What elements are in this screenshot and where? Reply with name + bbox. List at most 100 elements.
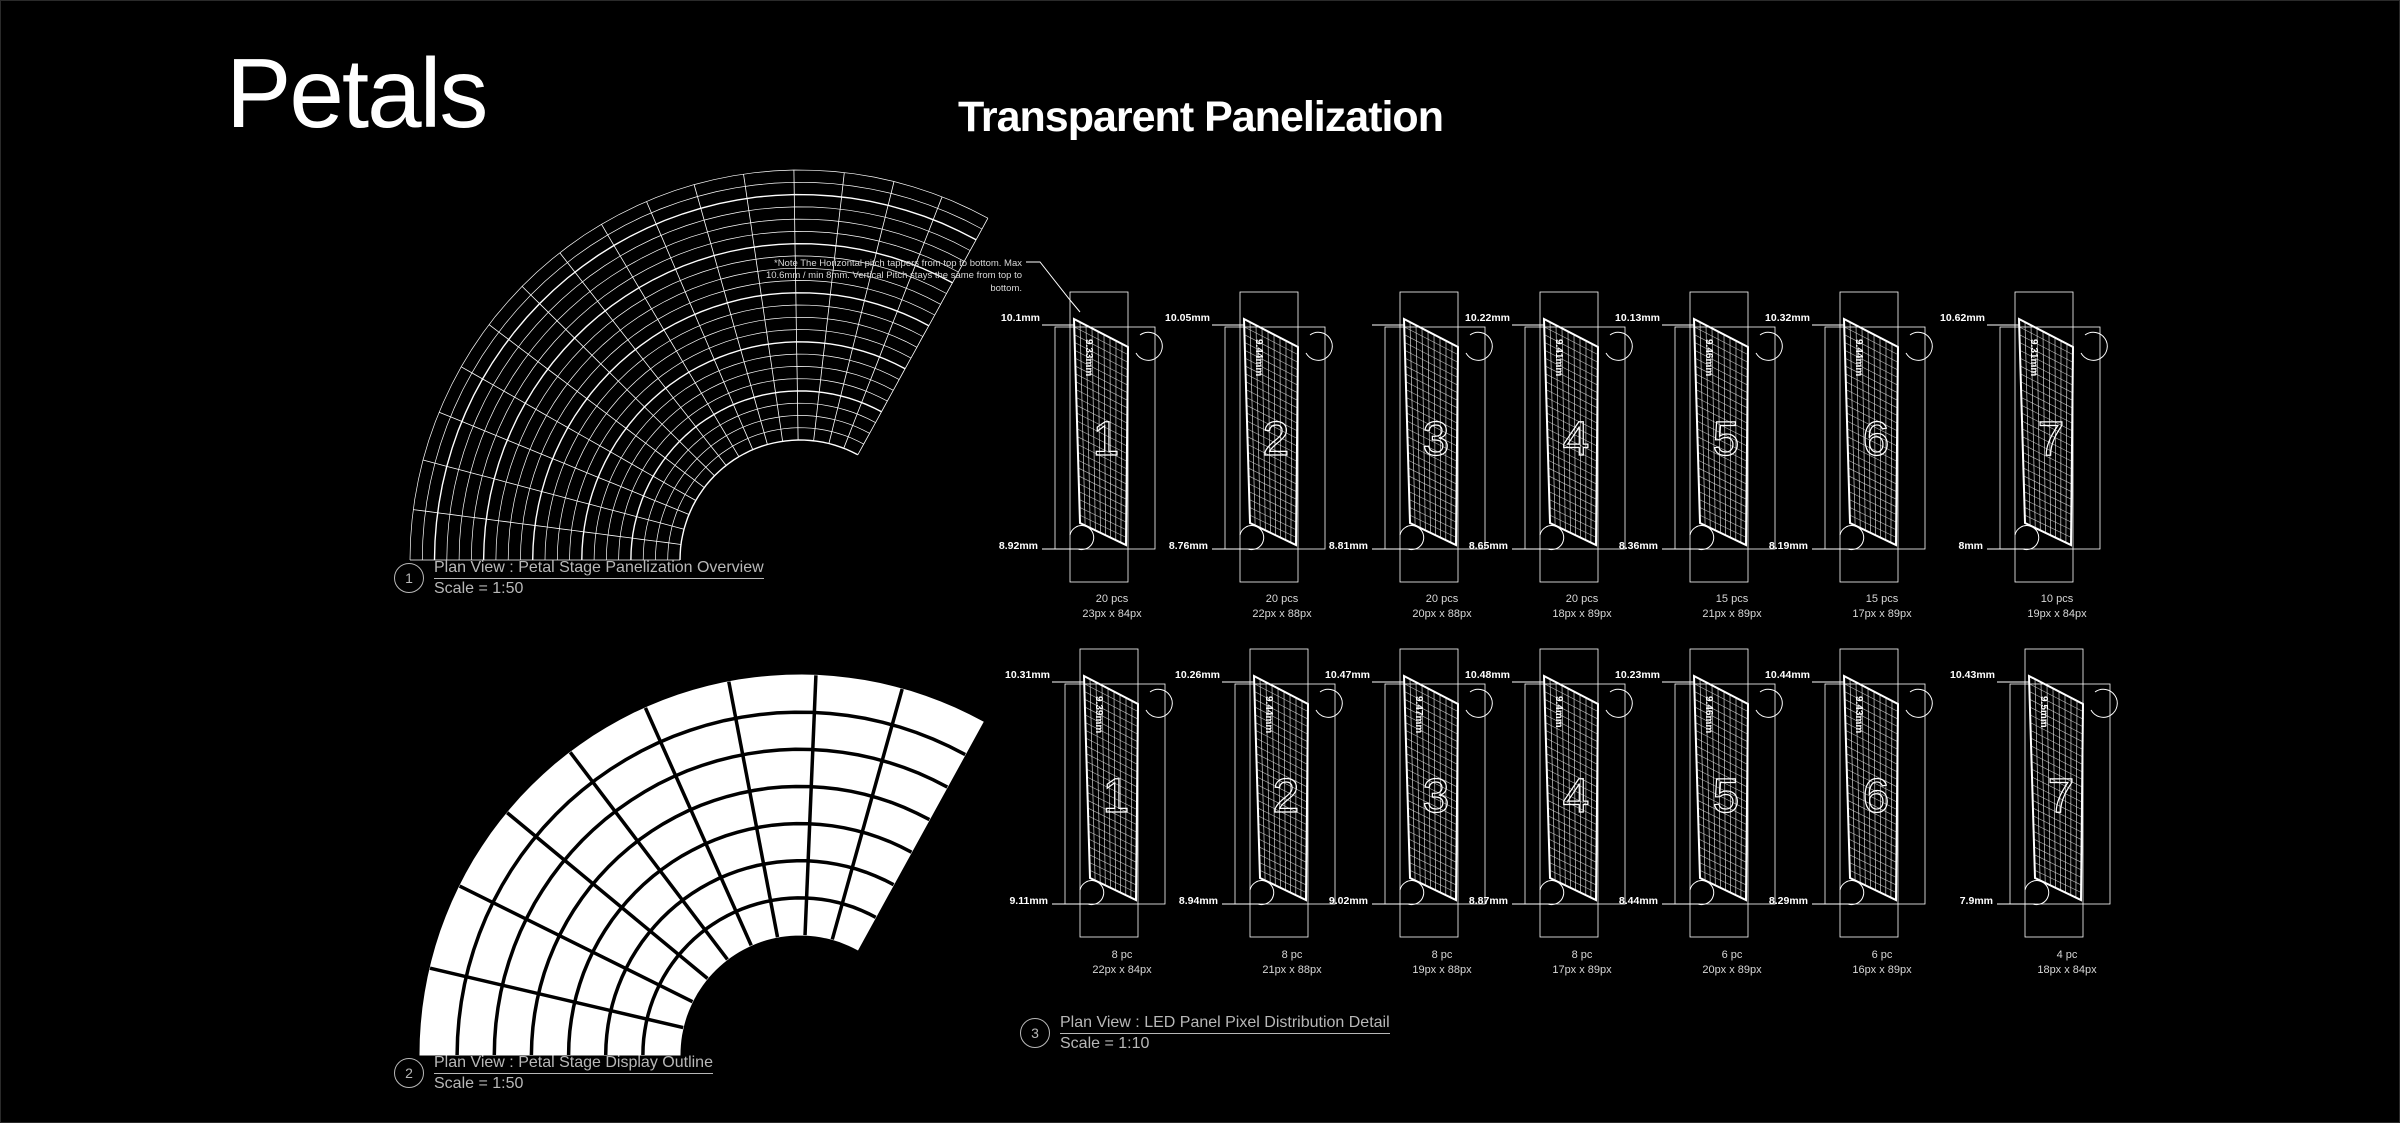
mid-pitch-label: 9.33mm bbox=[1083, 339, 1094, 376]
section-title: Transparent Panelization bbox=[958, 93, 1444, 141]
grid-radial bbox=[438, 411, 690, 515]
caption-title: Plan View : Petal Stage Display Outline bbox=[434, 1054, 713, 1074]
panel-resolution: 18px x 84px bbox=[2037, 964, 2097, 976]
panel-resolution: 16px x 89px bbox=[1852, 964, 1912, 976]
dimension-frame bbox=[2009, 683, 2111, 905]
dimension-frame bbox=[1064, 683, 1166, 905]
grid-radial bbox=[601, 224, 740, 457]
caption-scale: Scale = 1:50 bbox=[434, 1075, 524, 1092]
display-outline-fill bbox=[419, 674, 984, 1056]
tile-line-radial bbox=[568, 751, 729, 961]
mid-pitch-label: 9.44mm bbox=[1853, 339, 1864, 376]
grid-radial bbox=[559, 252, 727, 466]
grid-radial bbox=[828, 181, 895, 444]
panel-number: 2 bbox=[1263, 413, 1290, 466]
top-pitch-label: 10.26mm bbox=[1175, 669, 1220, 681]
tile-line-arc bbox=[603, 858, 895, 1056]
panel-count: 20 pcs bbox=[1566, 593, 1599, 605]
top-pitch-label: 10.43mm bbox=[1950, 669, 1995, 681]
mid-pitch-label: 9.4mm bbox=[1553, 696, 1564, 728]
panel-number: 1 bbox=[1093, 413, 1120, 466]
tile-line-radial bbox=[458, 884, 694, 1004]
panel-resolution: 18px x 89px bbox=[1552, 608, 1612, 620]
dimension-frame-inner bbox=[1069, 291, 1129, 583]
panel-number: 6 bbox=[1863, 770, 1890, 823]
tile-line-arc bbox=[492, 747, 949, 1056]
pixel-pattern bbox=[1844, 322, 1899, 543]
dimension-frame bbox=[1384, 326, 1486, 550]
dimension-frame bbox=[1824, 326, 1926, 550]
dimension-frame-inner bbox=[1689, 648, 1749, 938]
top-pitch-label: 10.32mm bbox=[1765, 312, 1810, 324]
grid-radial bbox=[488, 324, 705, 488]
dimension-frame-inner bbox=[1839, 291, 1899, 583]
bottom-pitch-label: 8.29mm bbox=[1769, 895, 1808, 907]
bottom-pitch-label: 8.36mm bbox=[1619, 540, 1658, 552]
dimension-frame-inner bbox=[2024, 648, 2084, 938]
top-pitch-label: 10.48mm bbox=[1465, 669, 1510, 681]
tile-line-radial bbox=[830, 688, 904, 940]
panel-count: 15 pcs bbox=[1716, 593, 1749, 605]
panel-number: 7 bbox=[2048, 770, 2075, 823]
top-pitch-label: 10.44mm bbox=[1765, 669, 1810, 681]
panel-resolution: 21px x 88px bbox=[1262, 964, 1322, 976]
mid-pitch-label: 9.39mm bbox=[1093, 696, 1104, 733]
panel-resolution: 21px x 89px bbox=[1702, 608, 1762, 620]
panel-count: 20 pcs bbox=[1096, 593, 1129, 605]
top-pitch-label: 10.05mm bbox=[1165, 312, 1210, 324]
pixel-pattern bbox=[1694, 679, 1749, 898]
mid-pitch-label: 9.5mm bbox=[2038, 696, 2049, 728]
tile-line-arc bbox=[455, 710, 967, 1056]
dimension-frame bbox=[1234, 683, 1336, 905]
bottom-pitch-label: 8.44mm bbox=[1619, 895, 1658, 907]
dimension-frame bbox=[1824, 683, 1926, 905]
dimension-frame-inner bbox=[1839, 648, 1899, 938]
panel-count: 10 pcs bbox=[2041, 593, 2074, 605]
panel-number: 1 bbox=[1103, 770, 1130, 823]
mid-pitch-label: 9.47mm bbox=[1413, 696, 1424, 733]
panel-count: 6 pc bbox=[1722, 949, 1743, 961]
tile-line-radial bbox=[727, 681, 780, 938]
display-tile-lines bbox=[429, 675, 967, 1056]
grid-radial bbox=[813, 172, 845, 441]
top-pitch-label: 10.47mm bbox=[1325, 669, 1370, 681]
mid-pitch-label: 9.41mm bbox=[1553, 339, 1564, 376]
grid-radial bbox=[793, 169, 799, 441]
panel-number: 6 bbox=[1863, 413, 1890, 466]
panel-count: 4 pc bbox=[2057, 949, 2078, 961]
panel-count: 8 pc bbox=[1432, 949, 1453, 961]
pixel-pattern bbox=[1244, 322, 1299, 543]
panel-resolution: 20px x 88px bbox=[1412, 608, 1472, 620]
caption-title: Plan View : Petal Stage Panelization Ove… bbox=[434, 559, 764, 579]
panel-resolution: 17px x 89px bbox=[1552, 964, 1612, 976]
panel-number: 3 bbox=[1423, 770, 1450, 823]
mid-pitch-label: 9.31mm bbox=[2028, 339, 2039, 376]
bottom-pitch-label: 8.76mm bbox=[1169, 540, 1208, 552]
pitch-note: *Note The Horizontal pitch tappers from … bbox=[765, 258, 1022, 294]
bottom-pitch-label: 8.19mm bbox=[1769, 540, 1808, 552]
top-pitch-label: 10.22mm bbox=[1465, 312, 1510, 324]
mid-pitch-label: 9.46mm bbox=[1703, 696, 1714, 733]
pixel-pattern bbox=[1404, 322, 1459, 543]
panel-number: 5 bbox=[1713, 413, 1740, 466]
caption-scale: Scale = 1:10 bbox=[1060, 1035, 1150, 1052]
dimension-frame-inner bbox=[1689, 291, 1749, 583]
dimension-frame bbox=[1224, 326, 1326, 550]
panel-resolution: 23px x 84px bbox=[1082, 608, 1142, 620]
panel-grid bbox=[409, 169, 989, 561]
tile-line-radial bbox=[429, 966, 684, 1030]
panel-resolution: 20px x 89px bbox=[1702, 964, 1762, 976]
caption-scale: Scale = 1:50 bbox=[434, 580, 524, 597]
